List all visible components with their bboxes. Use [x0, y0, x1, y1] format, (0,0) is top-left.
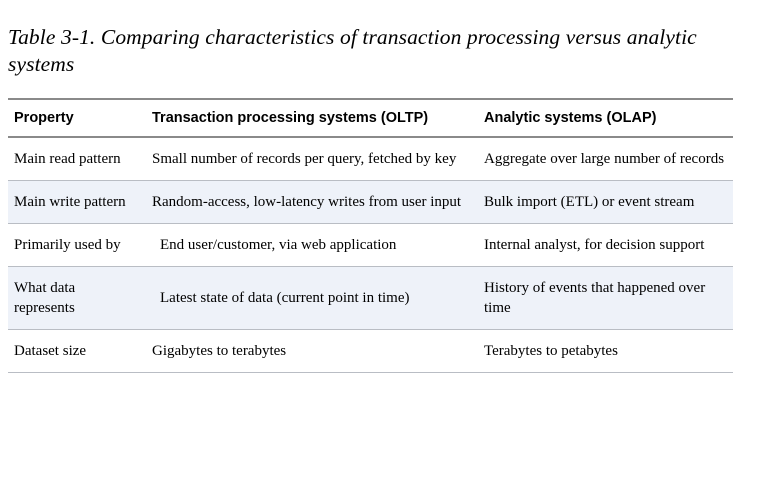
cell-oltp: Random-access, low-latency writes from u… — [152, 194, 462, 210]
table-caption: Table 3-1. Comparing characteristics of … — [8, 25, 697, 76]
column-header-property: Property — [14, 110, 74, 126]
table-body: Main read pattern Small number of record… — [8, 137, 733, 373]
cell-olap: History of events that happened over tim… — [484, 280, 706, 316]
cell-oltp: End user/customer, via web application — [160, 237, 397, 253]
cell-olap: Terabytes to petabytes — [484, 343, 618, 359]
cell-oltp: Gigabytes to terabytes — [152, 343, 287, 359]
table-row: What data represents Latest state of dat… — [8, 266, 733, 330]
table-row: Main write pattern Random-access, low-la… — [8, 180, 733, 224]
table-row: Main read pattern Small number of record… — [8, 137, 733, 181]
cell-olap: Bulk import (ETL) or event stream — [484, 194, 695, 210]
cell-property: Dataset size — [14, 343, 87, 359]
cell-oltp: Latest state of data (current point in t… — [160, 290, 410, 306]
cell-olap: Internal analyst, for decision support — [484, 237, 705, 253]
cell-property: Primarily used by — [14, 237, 121, 253]
cell-property: Main read pattern — [14, 151, 121, 167]
table-container: Property Transaction processing systems … — [8, 98, 733, 373]
cell-property: Main write pattern — [14, 194, 126, 210]
table-row: Dataset size Gigabytes to terabytes Tera… — [8, 330, 733, 373]
column-header-oltp: Transaction processing systems (OLTP) — [152, 110, 429, 126]
cell-property: What data represents — [14, 280, 76, 316]
table-row: Primarily used by End user/customer, via… — [8, 224, 733, 267]
comparison-table: Property Transaction processing systems … — [8, 98, 733, 373]
column-header-olap: Analytic systems (OLAP) — [484, 110, 657, 126]
cell-olap: Aggregate over large number of records — [484, 151, 725, 167]
cell-oltp: Small number of records per query, fetch… — [152, 151, 457, 167]
table-header-row: Property Transaction processing systems … — [8, 99, 733, 137]
table-header: Property Transaction processing systems … — [8, 99, 733, 137]
